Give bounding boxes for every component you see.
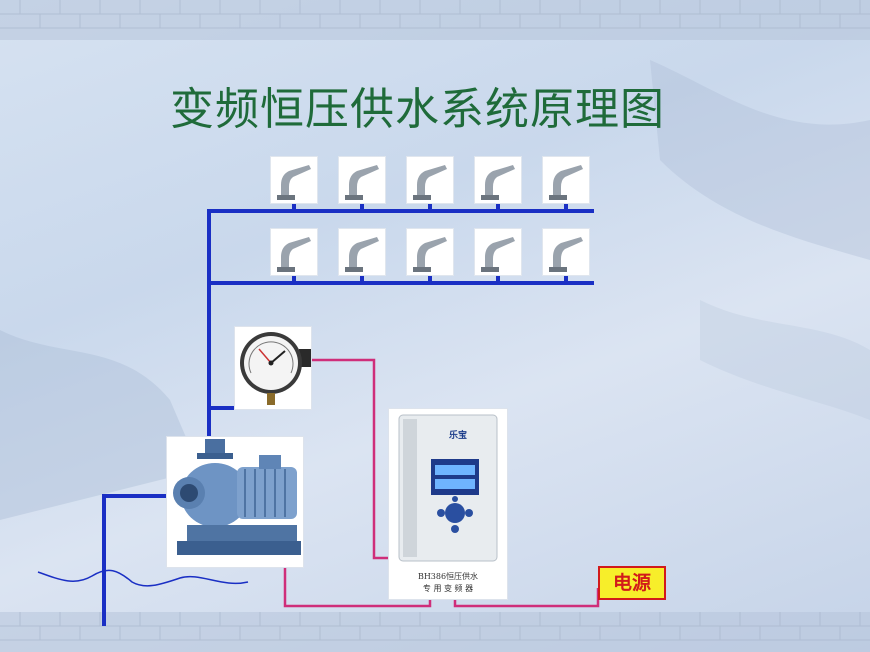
faucet-icon xyxy=(406,156,454,204)
inverter-brand-label: 乐宝 xyxy=(448,431,467,441)
faucet-icon xyxy=(406,228,454,276)
water-surface-line xyxy=(37,569,249,587)
faucet-icon xyxy=(542,156,590,204)
page-title: 变频恒压供水系统原理图 xyxy=(170,84,665,135)
inverter-caption-line1: BH386恒压供水 xyxy=(417,572,479,581)
pressure-gauge-icon xyxy=(234,326,312,410)
water-pipe-network xyxy=(102,200,594,626)
inverter-caption: BH386恒压供水 专 用 变 频 器 xyxy=(392,571,504,595)
frequency-inverter-icon xyxy=(388,408,508,600)
power-source-label: 电源 xyxy=(598,566,666,600)
faucet-icon xyxy=(474,156,522,204)
faucet-icon xyxy=(338,228,386,276)
inverter-caption-line2: 专 用 变 频 器 xyxy=(422,584,474,593)
faucet-icon xyxy=(270,228,318,276)
centrifugal-pump-icon xyxy=(166,436,304,568)
faucet-icon xyxy=(474,228,522,276)
gauge-signal-wire xyxy=(312,358,390,560)
faucet-icon xyxy=(338,156,386,204)
faucet-icon xyxy=(270,156,318,204)
faucet-icon xyxy=(542,228,590,276)
